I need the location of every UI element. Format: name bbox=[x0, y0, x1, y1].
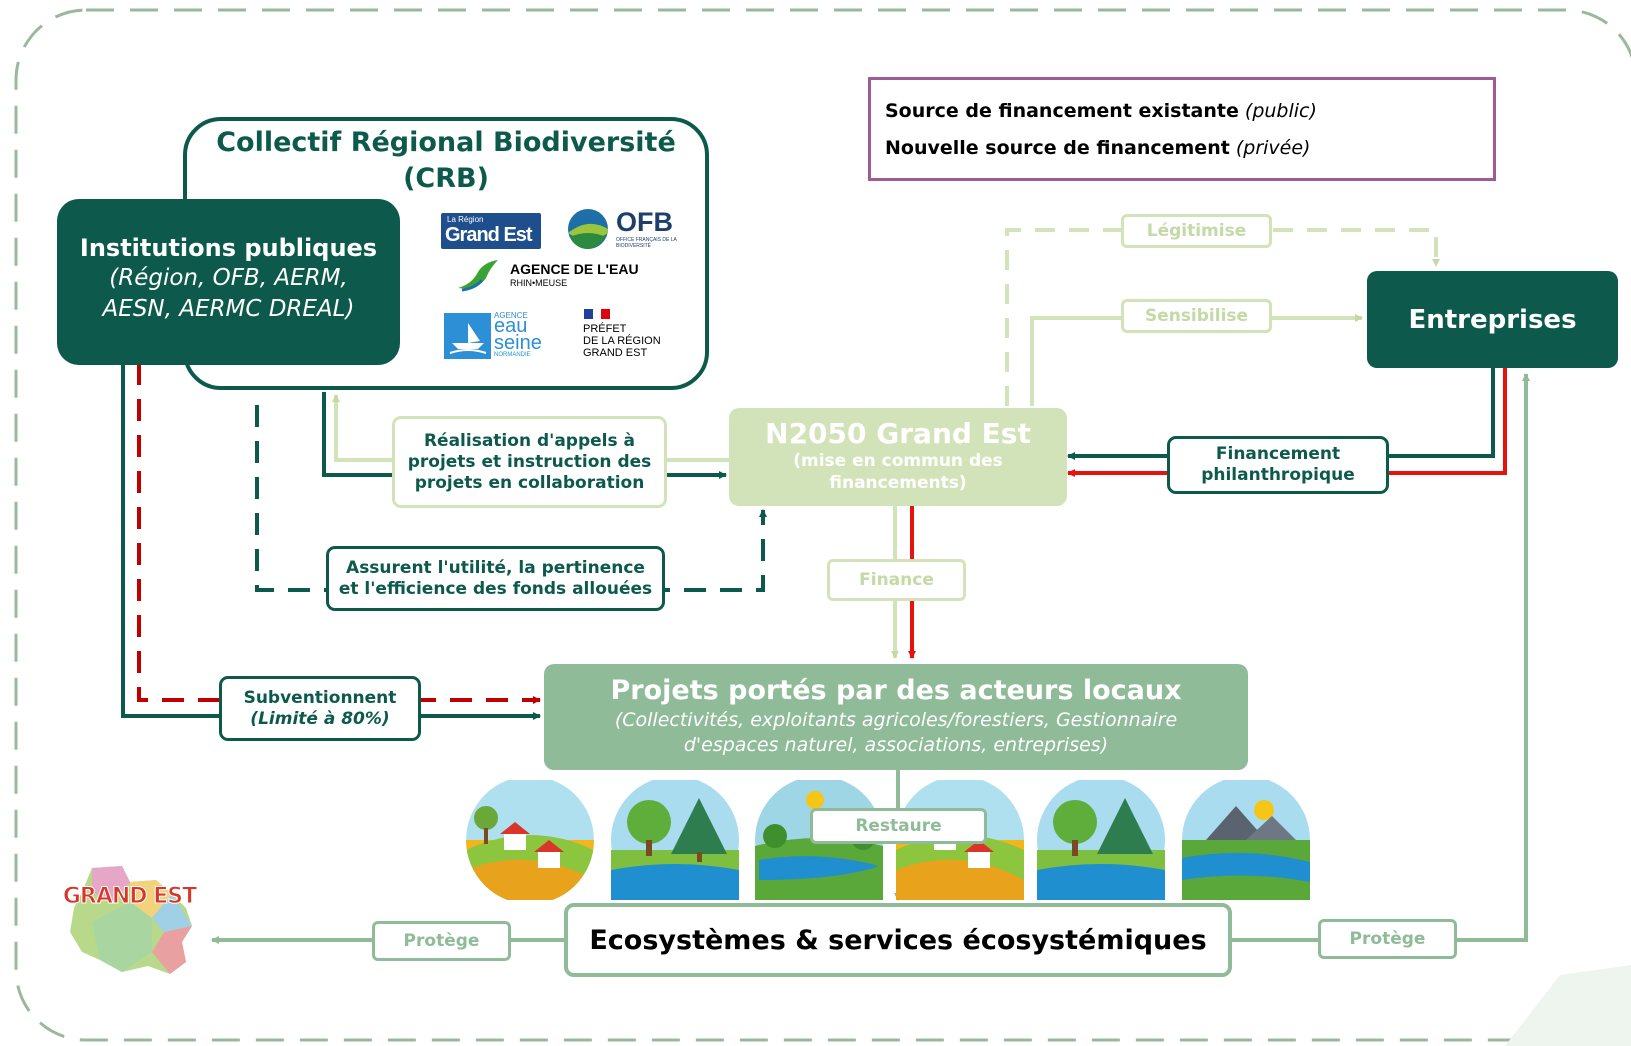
label-assurent: Assurent l'utilité, la pertinence et l'e… bbox=[326, 546, 665, 611]
projets-sub-line1: (Collectivités, exploitants agricoles/fo… bbox=[614, 709, 1178, 731]
institutions-title: Institutions publiques bbox=[79, 234, 378, 262]
n2050-sub-line2: financements) bbox=[829, 473, 967, 493]
mountain-river-icon bbox=[1182, 780, 1310, 900]
label-protege-left: Protège bbox=[372, 921, 511, 961]
aesn-boat-icon bbox=[444, 313, 491, 359]
projets-sub-line2: d'espaces naturel, associations, entrepr… bbox=[683, 734, 1109, 756]
legend-box: Source de financement existante (public)… bbox=[868, 77, 1496, 181]
connector-subvention-red bbox=[137, 363, 541, 704]
label-legitimise: Légitimise bbox=[1121, 214, 1272, 248]
logo-aerm: AGENCE DE L'EAU RHIN•MEUSE bbox=[456, 258, 666, 294]
institutions-box: Institutions publiques (Région, OFB, AER… bbox=[57, 199, 400, 365]
label-assurent-line1: Assurent l'utilité, la pertinence bbox=[346, 557, 645, 578]
ecosystemes-box: Ecosystèmes & services écosystémiques bbox=[564, 903, 1232, 977]
logo-aerm-line2: RHIN•MEUSE bbox=[510, 278, 568, 288]
entreprises-box: Entreprises bbox=[1367, 271, 1618, 368]
label-protege-right: Protège bbox=[1318, 919, 1457, 959]
corner-decoration bbox=[1505, 965, 1631, 1046]
label-finance: Finance bbox=[827, 559, 966, 601]
logo-aesn-line2: eau bbox=[494, 315, 528, 337]
logo-ofb-big: OFB bbox=[616, 207, 673, 237]
label-realisation: Réalisation d'appels à projets et instru… bbox=[392, 416, 667, 508]
label-subventionnent-line2: (Limité à 80%) bbox=[250, 708, 390, 729]
logo-aesn-line3: seine bbox=[494, 332, 542, 354]
logo-aerm-line1: AGENCE DE L'EAU bbox=[510, 261, 639, 277]
logo-prefet-line3: GRAND EST bbox=[583, 347, 648, 359]
label-sensibilise: Sensibilise bbox=[1121, 299, 1272, 333]
grand-est-map-icon bbox=[70, 866, 192, 974]
projets-box: Projets portés par des acteurs locaux (C… bbox=[544, 664, 1248, 770]
logo-prefet-line1: PRÉFET bbox=[583, 323, 627, 335]
label-realisation-line1: Réalisation d'appels à bbox=[423, 430, 636, 451]
label-assurent-line2: et l'efficience des fonds allouées bbox=[338, 578, 653, 599]
logo-prefet: PRÉFET DE LA RÉGION GRAND EST bbox=[583, 309, 683, 361]
label-subventionnent-line1: Subventionnent bbox=[243, 687, 397, 708]
legend-new-note: (privée) bbox=[1235, 137, 1311, 159]
label-realisation-line3: projets en collaboration bbox=[414, 472, 645, 493]
ecosystemes-title: Ecosystèmes & services écosystémiques bbox=[589, 924, 1207, 956]
label-financement: Financement philanthropique bbox=[1167, 436, 1389, 494]
entreprises-title: Entreprises bbox=[1408, 304, 1577, 335]
logo-aesn-line4: NORMANDIE bbox=[494, 352, 531, 358]
aerm-swoosh-icon bbox=[458, 260, 498, 292]
legend-new: Nouvelle source de financement (privée) bbox=[885, 137, 1310, 159]
logo-prefet-text: PRÉFET DE LA RÉGION GRAND EST bbox=[583, 323, 661, 359]
label-realisation-line2: projets et instruction des bbox=[407, 451, 652, 472]
label-financement-line1: Financement bbox=[1215, 444, 1341, 464]
legend-existing-note: (public) bbox=[1244, 100, 1317, 122]
marianne-flag-icon bbox=[584, 309, 610, 319]
ofb-globe-icon bbox=[568, 209, 608, 249]
crb-title: Collectif Régional Biodiversité (CRB) bbox=[187, 125, 705, 197]
n2050-box: N2050 Grand Est (mise en commun des fina… bbox=[729, 408, 1067, 506]
outer-frame bbox=[14, 8, 1631, 1042]
n2050-title: N2050 Grand Est bbox=[765, 417, 1031, 450]
logo-region-grand-est: La Région Grand Est bbox=[441, 213, 541, 249]
label-restaure: Restaure bbox=[810, 808, 987, 844]
legend-existing-label: Source de financement existante bbox=[885, 100, 1239, 122]
logo-region-big: Grand Est bbox=[445, 224, 533, 246]
institutions-sub-line1: (Région, OFB, AERM, bbox=[109, 265, 348, 291]
logo-ofb-small: OFFICE FRANÇAIS DE LA BIODIVERSITÉ bbox=[616, 237, 677, 249]
grand-est-map: GRAND EST bbox=[52, 862, 207, 980]
map-label: GRAND EST bbox=[62, 884, 197, 910]
projets-title: Projets portés par des acteurs locaux bbox=[610, 675, 1182, 706]
legend-new-label: Nouvelle source de financement bbox=[885, 137, 1230, 159]
logo-aesn-line1: AGENCE bbox=[494, 311, 528, 320]
logo-aesn: AGENCE eau seine NORMANDIE bbox=[444, 311, 544, 361]
label-subventionnent: Subventionnent (Limité à 80%) bbox=[219, 676, 421, 741]
institutions-sub-line2: AESN, AERMC DREAL) bbox=[102, 296, 355, 322]
forest-river-icon bbox=[611, 780, 739, 900]
crb-title-line1: Collectif Régional Biodiversité bbox=[216, 127, 676, 158]
legend-existing: Source de financement existante (public) bbox=[885, 100, 1317, 122]
logo-prefet-line2: DE LA RÉGION bbox=[583, 335, 661, 347]
n2050-sub-line1: (mise en commun des bbox=[793, 451, 1003, 471]
label-financement-line2: philanthropique bbox=[1201, 465, 1355, 485]
crb-title-line2: (CRB) bbox=[403, 163, 489, 194]
village-field-icon bbox=[466, 780, 594, 900]
logo-region-small: La Région bbox=[447, 215, 484, 224]
forest-river-icon-2 bbox=[1037, 780, 1165, 900]
logo-ofb: OFB OFFICE FRANÇAIS DE LA BIODIVERSITÉ bbox=[566, 207, 686, 253]
